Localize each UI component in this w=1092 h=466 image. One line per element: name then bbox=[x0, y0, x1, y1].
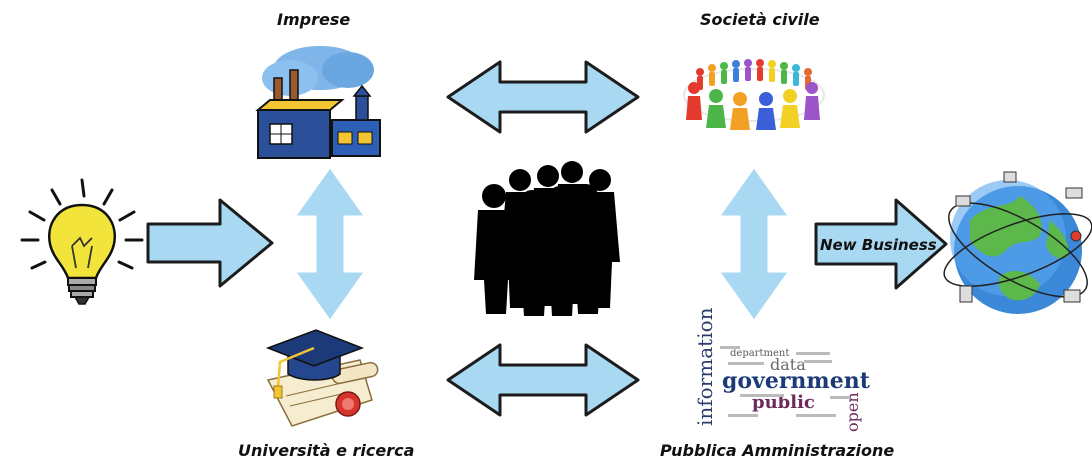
label-imprese: Imprese bbox=[277, 10, 351, 29]
arrow-new-business bbox=[814, 198, 948, 290]
lightbulb-icon bbox=[20, 178, 144, 305]
people-silhouette-icon bbox=[474, 161, 620, 316]
arrow-imprese-societa bbox=[446, 60, 640, 134]
globe-icon bbox=[943, 171, 1092, 314]
label-societa-civile: Società civile bbox=[700, 10, 820, 29]
word-data: data bbox=[770, 355, 806, 374]
arrow-imprese-universita bbox=[295, 167, 365, 321]
graduation-cap-icon bbox=[265, 329, 379, 427]
label-pubblica-amministrazione: Pubblica Amministrazione bbox=[660, 441, 895, 460]
arrow-universita-pa bbox=[446, 343, 640, 417]
word-cloud-icon: information department data government p… bbox=[680, 307, 871, 432]
arrow-idea-to-network bbox=[146, 198, 274, 288]
word-public: public bbox=[752, 392, 815, 413]
new-business-label: New Business bbox=[820, 236, 937, 254]
factory-icon bbox=[255, 46, 381, 159]
people-circle-icon bbox=[683, 59, 825, 130]
word-information: information bbox=[693, 307, 717, 426]
word-open: open bbox=[843, 392, 862, 432]
arrow-societa-pa bbox=[719, 167, 789, 321]
label-universita-ricerca: Università e ricerca bbox=[238, 441, 415, 460]
word-department: department bbox=[730, 348, 789, 359]
word-government: government bbox=[722, 368, 871, 394]
